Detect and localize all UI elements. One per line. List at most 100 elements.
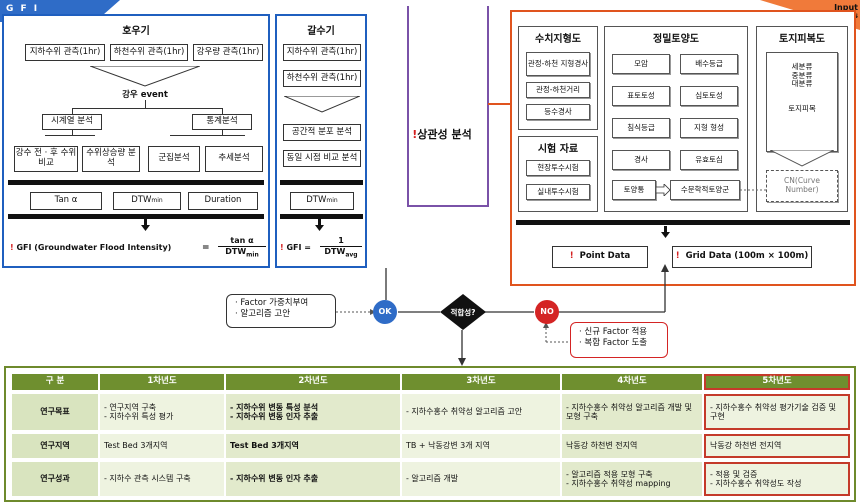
table-header: 2차년도 bbox=[226, 374, 400, 390]
dry-river-obs-box: 하천수위 관측(1hr) bbox=[283, 70, 361, 87]
alert-icon: ! bbox=[10, 243, 14, 252]
correlation-bracket bbox=[407, 6, 489, 207]
alert-icon: ! bbox=[569, 251, 574, 262]
table-cell: - 지하수위 변동 인자 추출 bbox=[226, 462, 400, 496]
gfi-dry-fraction: 1 DTWavg bbox=[320, 236, 362, 259]
distance-box: 관정-하천거리 bbox=[526, 82, 590, 98]
ok-notes: · Factor 가중치부여 · 알고리즘 고안 bbox=[226, 294, 336, 328]
connector bbox=[72, 108, 222, 109]
down-arrow-icon bbox=[315, 219, 324, 231]
connector bbox=[222, 108, 223, 114]
table-cell: - 지하수 관측 시스템 구축 bbox=[100, 462, 224, 496]
rain-obs-box: 강우량 관측(1hr) bbox=[193, 44, 263, 61]
connector bbox=[45, 135, 95, 136]
grid-data-box: !Grid Data (100m × 100m) bbox=[672, 246, 812, 268]
gfi-flood-fraction: tan α DTWmin bbox=[218, 236, 266, 259]
table-cell: - 지하수홍수 취약성 평가기술 검증 및 구현 bbox=[704, 394, 850, 430]
soil-item: 침식등급 bbox=[612, 118, 670, 138]
test-title: 시험 자료 bbox=[537, 144, 579, 155]
soil-item: 수문학적토양군 bbox=[670, 180, 740, 200]
tan-alpha-box: Tan α bbox=[30, 192, 102, 210]
duration-box: Duration bbox=[188, 192, 258, 210]
table-cell: TB + 낙동강변 3개 지역 bbox=[402, 434, 560, 458]
gfi-flood-equation: ! GFI (Groundwater Flood Intensity) bbox=[10, 243, 172, 252]
connector bbox=[72, 108, 73, 114]
connector bbox=[222, 130, 223, 135]
river-obs-box: 하천수위 관측(1hr) bbox=[110, 44, 188, 61]
soil-title: 정밀토양도 bbox=[653, 34, 699, 45]
hydro-title: 수치지형도 bbox=[535, 34, 581, 45]
correlation-label: !상관성 분석 bbox=[412, 128, 472, 141]
connector bbox=[72, 130, 73, 135]
test-group bbox=[518, 136, 598, 212]
equals-sign: = bbox=[202, 243, 210, 253]
landcover-title: 토지피복도 bbox=[779, 34, 825, 45]
soil-item: 심토토성 bbox=[680, 86, 738, 106]
no-notes: · 신규 Factor 적용 · 복합 Factor 도출 bbox=[570, 322, 668, 358]
gfi-corner-label: G F I bbox=[6, 4, 40, 14]
dry-divider-bar bbox=[280, 214, 363, 219]
landcover-chevron-icon bbox=[770, 150, 834, 167]
groundwater-obs-box: 지하수위 관측(1hr) bbox=[25, 44, 105, 61]
timeseries-box: 시계열 분석 bbox=[42, 114, 102, 130]
trend-box: 추세분석 bbox=[205, 146, 263, 172]
table-header: 5차년도 bbox=[704, 374, 850, 390]
table-cell: - 알고리즘 개발 bbox=[402, 462, 560, 496]
slope-box: 관정-하천 지형경사 bbox=[526, 52, 590, 76]
soil-item: 모암 bbox=[612, 54, 670, 74]
connector bbox=[145, 100, 146, 108]
level-rise-box: 수위상승량 분석 bbox=[82, 146, 140, 172]
table-header: 1차년도 bbox=[100, 374, 224, 390]
soil-group bbox=[604, 26, 748, 212]
divider-bar bbox=[8, 180, 264, 185]
statistics-box: 통계분석 bbox=[192, 114, 252, 130]
table-cell: - 지하수위 변동 특성 분석 - 지하수위 변동 인자 추출 bbox=[226, 394, 400, 430]
rain-event-label: 강우 event bbox=[122, 90, 168, 100]
soil-item: 경사 bbox=[612, 150, 670, 170]
soil-item: 지형 형성 bbox=[680, 118, 738, 138]
lab-test-box: 실내투수시험 bbox=[526, 184, 590, 200]
field-test-box: 현장투수시험 bbox=[526, 160, 590, 176]
table-header: 구 분 bbox=[12, 374, 98, 390]
landcover-group bbox=[756, 26, 848, 212]
table-cell: - 연구지역 구축 - 지하수위 특성 평가 bbox=[100, 394, 224, 430]
pre-post-compare-box: 강수 전 · 후 수위 비교 bbox=[14, 146, 78, 172]
hydro-group bbox=[518, 26, 598, 130]
soil-item: 토양통 bbox=[612, 180, 656, 200]
row-label: 연구성과 bbox=[12, 462, 98, 496]
divider-bar bbox=[8, 214, 264, 219]
corr-input-connector bbox=[488, 103, 512, 105]
table-cell: 낙동강 하천변 전지역 bbox=[562, 434, 702, 458]
point-data-box: !Point Data bbox=[552, 246, 648, 268]
cluster-box: 군집분석 bbox=[148, 146, 200, 172]
suitability-label: 적합성? bbox=[450, 308, 476, 317]
table-cell: Test Bed 3개지역 bbox=[100, 434, 224, 458]
dry-divider-bar bbox=[280, 180, 363, 185]
down-arrow-icon bbox=[141, 219, 150, 231]
soil-item: 배수등급 bbox=[680, 54, 738, 74]
gfi-dry-equation: ! GFI = bbox=[280, 243, 311, 252]
row-label: 연구지역 bbox=[12, 434, 98, 458]
right-arrow-icon bbox=[656, 184, 670, 196]
cn-connector bbox=[740, 189, 766, 191]
alert-icon: ! bbox=[675, 251, 680, 262]
table-cell: - 적용 및 검증 - 지하수홍수 취약성도 작성 bbox=[704, 462, 850, 496]
landcover-box: 세분류 중분류 대분류 토지피복 bbox=[766, 52, 838, 152]
dry-season-title: 갈수기 bbox=[307, 26, 335, 37]
ok-circle bbox=[373, 300, 397, 324]
input-divider-bar bbox=[516, 220, 850, 225]
curve-number-box: CN(Curve Number) bbox=[766, 170, 838, 202]
table-cell: 낙동강 하천변 전지역 bbox=[704, 434, 850, 458]
spatial-dist-box: 공간적 분포 분석 bbox=[283, 124, 361, 141]
suitability-diamond bbox=[440, 294, 486, 330]
connector bbox=[170, 135, 245, 136]
down-arrow-icon bbox=[661, 226, 670, 238]
merge-chevron-icon bbox=[90, 66, 200, 87]
hydraulic-gradient-box: 등수경사 bbox=[526, 104, 590, 120]
same-time-compare-box: 동일 시점 비교 분석 bbox=[283, 150, 361, 167]
table-cell: - 지하수홍수 취약성 알고리즘 개발 및 모형 구축 bbox=[562, 394, 702, 430]
row-label: 연구목표 bbox=[12, 394, 98, 430]
